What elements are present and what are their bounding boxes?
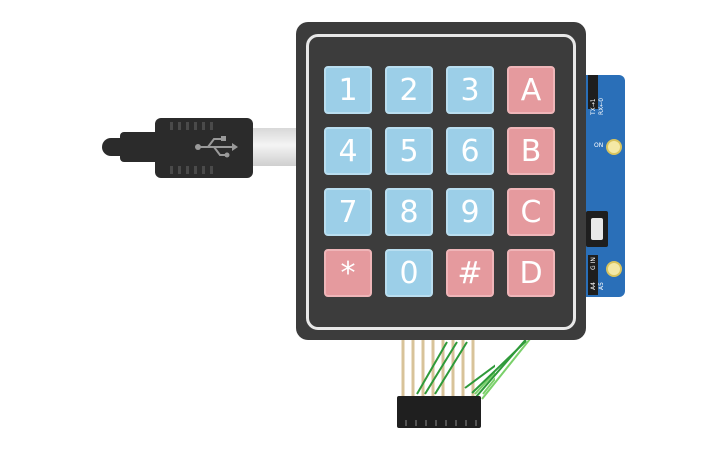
digital-pin-header[interactable]	[588, 75, 598, 109]
connector-pin	[445, 420, 447, 426]
connector-pin	[405, 420, 407, 426]
key-8[interactable]: 8	[385, 188, 433, 236]
key-d[interactable]: D	[507, 249, 555, 297]
label-tx: TX→1	[590, 98, 597, 115]
key-b[interactable]: B	[507, 127, 555, 175]
wire-to-board[interactable]	[470, 335, 540, 405]
connector-pin	[455, 420, 457, 426]
usb-cable-neck	[120, 132, 160, 162]
connector-pin	[425, 420, 427, 426]
usb-icon	[195, 136, 238, 158]
connector-pin	[465, 420, 467, 426]
label-on: ON	[594, 142, 604, 149]
pin-connector[interactable]	[397, 396, 481, 428]
label-a4: A4	[590, 282, 597, 290]
key-1[interactable]: 1	[324, 66, 372, 114]
connector-pin	[475, 420, 477, 426]
reset-chip	[586, 211, 608, 247]
key-2[interactable]: 2	[385, 66, 433, 114]
keypad-frame	[306, 34, 576, 330]
key-star[interactable]: *	[324, 249, 372, 297]
connector-pin	[435, 420, 437, 426]
key-9[interactable]: 9	[446, 188, 494, 236]
usb-grip-ridges	[170, 122, 213, 174]
key-6[interactable]: 6	[446, 127, 494, 175]
key-hash[interactable]: #	[446, 249, 494, 297]
key-5[interactable]: 5	[385, 127, 433, 175]
power-pin-header[interactable]	[588, 255, 598, 295]
label-gnd: G IN	[590, 257, 597, 270]
key-c[interactable]: C	[507, 188, 555, 236]
usb-cable-end	[102, 138, 124, 156]
key-4[interactable]: 4	[324, 127, 372, 175]
mounting-hole	[606, 261, 622, 277]
key-7[interactable]: 7	[324, 188, 372, 236]
key-3[interactable]: 3	[446, 66, 494, 114]
ribbon-cable	[401, 338, 495, 396]
connector-pin	[415, 420, 417, 426]
mounting-hole	[606, 139, 622, 155]
label-rx: RX←0	[598, 97, 605, 115]
label-a5: A5	[598, 282, 605, 290]
key-0[interactable]: 0	[385, 249, 433, 297]
membrane-keypad[interactable]: 1 2 3 A 4 5 6 B 7 8 9 C * 0 # D	[296, 22, 586, 340]
key-a[interactable]: A	[507, 66, 555, 114]
